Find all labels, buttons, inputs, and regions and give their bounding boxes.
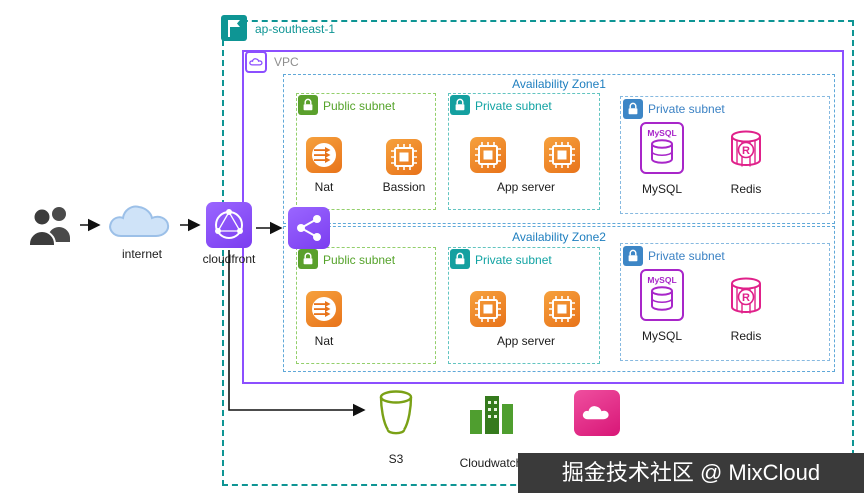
app-server-label: App server bbox=[496, 334, 556, 348]
redis-label: Redis bbox=[730, 329, 762, 343]
cloudfront-label: cloudfront bbox=[202, 252, 256, 266]
svg-text:MySQL: MySQL bbox=[647, 128, 676, 138]
private-subnet-app-2-boundary bbox=[448, 247, 600, 364]
app-server-ec2-icon bbox=[544, 137, 580, 173]
private-subnet-lock-icon bbox=[623, 246, 643, 266]
cloudfront-pink-icon bbox=[574, 390, 620, 436]
users-icon bbox=[26, 202, 76, 248]
app-server-ec2-icon bbox=[470, 291, 506, 327]
private-subnet-lock-icon bbox=[450, 249, 470, 269]
vpc-cloud-icon bbox=[245, 51, 267, 73]
redis-cache-icon: R bbox=[724, 127, 768, 171]
watermark: 掘金技术社区 @ MixCloud bbox=[518, 453, 864, 493]
app-server-label: App server bbox=[496, 180, 556, 194]
svg-text:R: R bbox=[742, 145, 750, 157]
redis-label: Redis bbox=[730, 182, 762, 196]
bastion-label: Bassion bbox=[382, 180, 426, 194]
nat-label: Nat bbox=[314, 180, 334, 194]
mysql-label: MySQL bbox=[641, 329, 682, 343]
internet-label: internet bbox=[121, 247, 163, 261]
private-subnet-db-1-label: Private subnet bbox=[648, 102, 725, 116]
availability-zone-1-boundary bbox=[283, 74, 835, 224]
nat-label: Nat bbox=[314, 334, 334, 348]
mysql-label: MySQL bbox=[641, 182, 682, 196]
public-subnet-lock-icon bbox=[298, 95, 318, 115]
az2-label: Availability Zone2 bbox=[512, 230, 606, 244]
cloudwatch-icon bbox=[466, 386, 516, 438]
redis-cache-icon: R bbox=[724, 274, 768, 318]
bastion-ec2-icon bbox=[386, 139, 422, 175]
app-server-ec2-icon bbox=[544, 291, 580, 327]
region-flag-icon bbox=[221, 15, 247, 41]
region-label: ap-southeast-1 bbox=[255, 22, 336, 36]
public-subnet-2-label: Public subnet bbox=[323, 253, 396, 267]
mysql-database-icon: MySQL bbox=[640, 269, 684, 321]
private-subnet-app-2-label: Private subnet bbox=[475, 253, 552, 267]
az1-label: Availability Zone1 bbox=[512, 77, 606, 91]
availability-zone-2-boundary bbox=[283, 226, 835, 372]
public-subnet-1-boundary bbox=[296, 93, 436, 210]
private-subnet-lock-icon bbox=[623, 99, 643, 119]
private-subnet-app-1-boundary bbox=[448, 93, 600, 210]
vpc-label: VPC bbox=[274, 55, 299, 69]
private-subnet-app-1-label: Private subnet bbox=[475, 99, 552, 113]
mysql-database-icon: MySQL bbox=[640, 122, 684, 174]
s3-bucket-icon bbox=[374, 388, 418, 436]
private-subnet-db-2-boundary bbox=[620, 243, 830, 361]
svg-text:R: R bbox=[742, 292, 750, 304]
private-subnet-db-2-label: Private subnet bbox=[648, 249, 725, 263]
public-subnet-2-boundary bbox=[296, 247, 436, 364]
nat-gateway-icon bbox=[306, 137, 342, 173]
nat-gateway-icon bbox=[306, 291, 342, 327]
private-subnet-lock-icon bbox=[450, 95, 470, 115]
subnet-network-icon bbox=[288, 207, 330, 249]
internet-cloud-icon bbox=[106, 200, 178, 244]
app-server-ec2-icon bbox=[470, 137, 506, 173]
private-subnet-db-1-boundary bbox=[620, 96, 830, 214]
svg-text:MySQL: MySQL bbox=[647, 275, 676, 285]
cloudwatch-label: Cloudwatch bbox=[459, 456, 523, 470]
public-subnet-1-label: Public subnet bbox=[323, 99, 396, 113]
s3-label: S3 bbox=[388, 452, 404, 466]
public-subnet-lock-icon bbox=[298, 249, 318, 269]
cloudfront-icon bbox=[206, 202, 252, 248]
